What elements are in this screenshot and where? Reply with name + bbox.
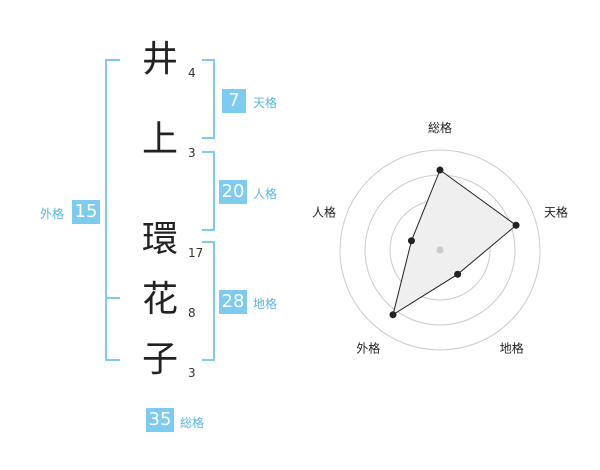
name-char-4: 花 [141, 279, 178, 320]
name-char-5: 子 [141, 339, 178, 380]
jinkaku-bracket [202, 151, 215, 231]
stroke-count-1: 4 [188, 66, 196, 80]
tenkaku-bracket [202, 59, 215, 139]
radar-point-0 [436, 166, 444, 174]
gaikaku-bracket [105, 59, 120, 361]
name-char-2: 上 [141, 119, 178, 160]
radar-point-3 [389, 311, 397, 319]
radar-axis-label-3: 外格 [356, 341, 380, 356]
radar-series-shape [392, 169, 517, 316]
stroke-count-5: 3 [188, 366, 196, 380]
radar-axis-label-4: 人格 [312, 204, 336, 219]
radar-axis-label-1: 天格 [544, 204, 568, 219]
chikaku-value-badge: 28 [219, 290, 247, 314]
radar-ring-4 [339, 149, 541, 351]
tenkaku-label: 天格 [253, 96, 278, 110]
radar-point-1 [512, 221, 520, 229]
kaku-brackets [105, 59, 215, 361]
radar-point-4 [407, 237, 415, 245]
jinkaku-value-badge: 20 [219, 180, 247, 204]
stroke-count-4: 8 [188, 306, 196, 320]
stroke-count-3: 17 [188, 246, 204, 260]
name-char-3: 環 [141, 219, 178, 260]
chikaku-bracket [202, 241, 215, 361]
radar-axis-label-0: 総格 [428, 120, 452, 135]
chikaku-label: 地格 [253, 297, 278, 311]
soukaku-label: 総格 [180, 416, 205, 430]
stroke-count-2: 3 [188, 146, 196, 160]
radar-points [389, 166, 520, 319]
radar-point-2 [454, 270, 462, 278]
tenkaku-value-badge: 7 [222, 89, 246, 113]
gaikaku-value-badge: 15 [72, 200, 100, 224]
name-char-1: 井 [141, 39, 178, 80]
gaikaku-label: 外格 [40, 207, 65, 221]
radar-axis-label-2: 地格 [500, 341, 524, 356]
soukaku-value-badge: 35 [146, 408, 174, 432]
jinkaku-label: 人格 [253, 187, 278, 201]
radar-center-dot [436, 246, 444, 254]
